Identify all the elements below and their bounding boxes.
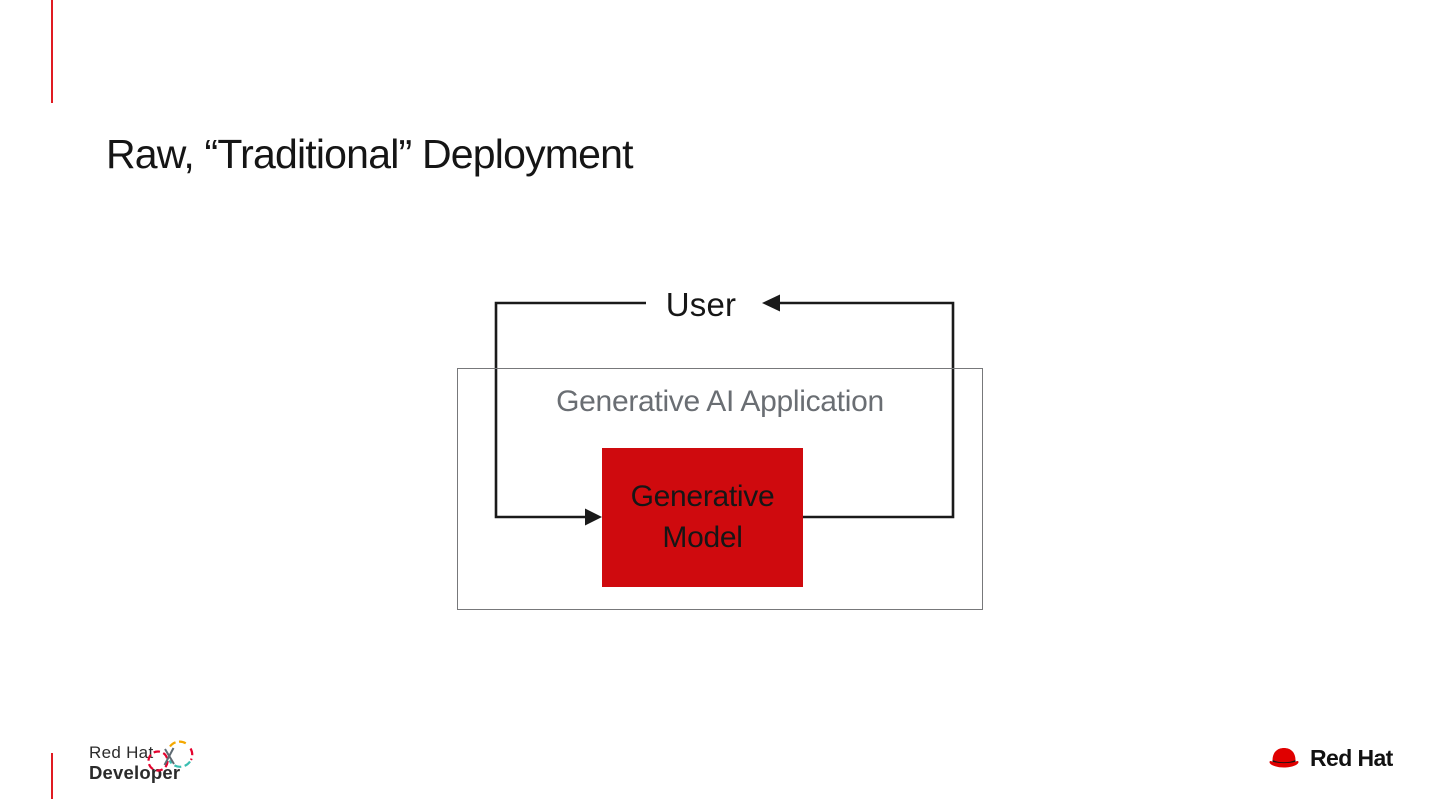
slide-title: Raw, “Traditional” Deployment [106, 131, 634, 177]
bottom-accent-line [51, 753, 53, 799]
generative-model-box: Generative Model [602, 448, 803, 587]
top-accent-line [51, 0, 53, 103]
redhat-logo: Red Hat [1264, 744, 1393, 772]
redhat-fedora-icon [1269, 748, 1299, 768]
user-label: User [665, 286, 737, 323]
redhat-developer-logo: Red Hat Developer [89, 744, 180, 783]
redhat-logo-text: Red Hat [1310, 745, 1393, 771]
generative-model-label: Generative Model [630, 480, 775, 554]
redhat-developer-logo-line2: Developer [89, 762, 181, 783]
generative-ai-application-label: Generative AI Application [556, 385, 884, 418]
generative-ai-application-box [457, 368, 983, 610]
developer-infinity-icon [147, 740, 194, 772]
redhat-developer-logo-line1: Red Hat [89, 743, 154, 762]
